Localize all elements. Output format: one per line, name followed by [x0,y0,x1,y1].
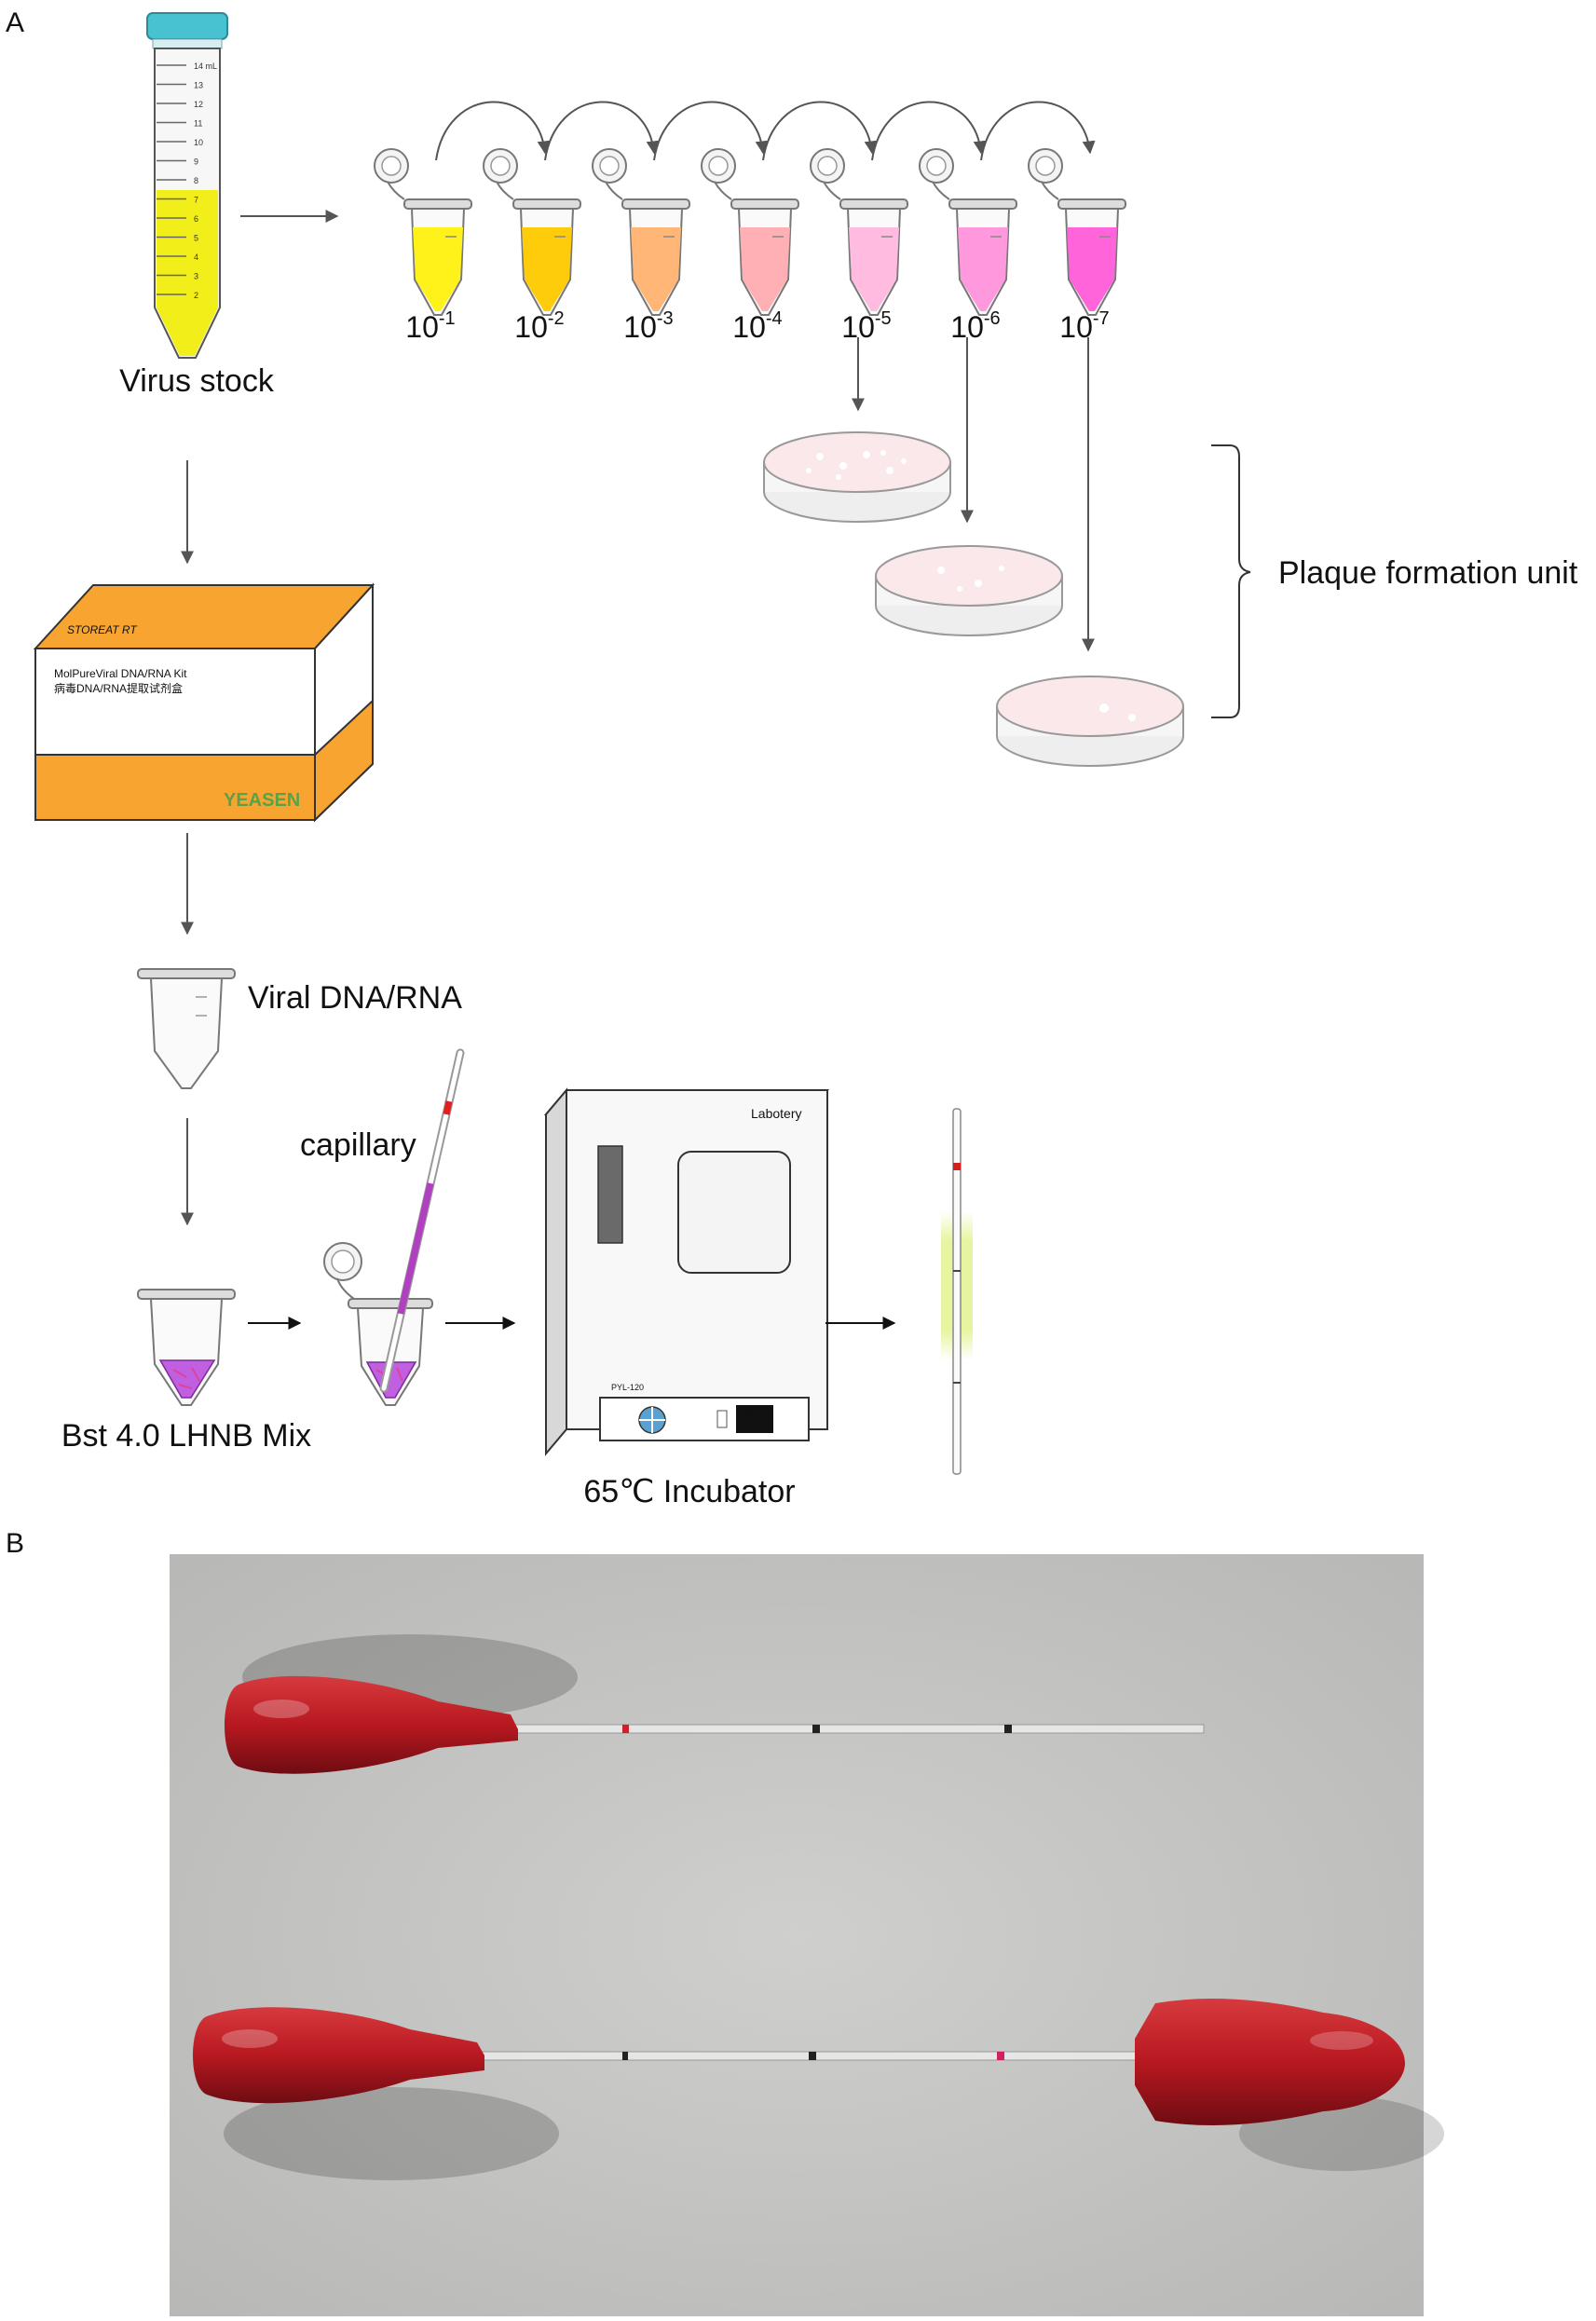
petri-dish-3 [996,676,1184,767]
tube-scale-label: 13 [194,81,203,90]
dilution-label: 10-2 [514,308,564,344]
tube-scale-label: 3 [194,272,198,281]
photo-capillary-top [512,1724,1205,1734]
incubator-model: PYL-120 [611,1383,644,1392]
incubator: 65°C 65 Labotery PYL-120 [543,1087,830,1456]
kit-logo: YEASEN [224,790,300,811]
incubator-display-sub: 65 [750,1421,759,1430]
dilution-label: 10-6 [950,308,1000,344]
photo-capillaries [170,1554,1444,2316]
mix-tube [137,1289,236,1406]
plaque-formation-label: Plaque formation unit [1278,555,1578,591]
transfer-arrow [762,101,878,161]
dilution-label: 10-3 [623,308,673,344]
tube-volume-scale: 14 mL 13 12 11 10 9 8 7 6 5 4 3 2 [157,61,217,300]
photo-capillary-bottom [474,2051,1147,2061]
viral-rna-tube [137,968,236,1089]
tube-scale-label: 14 mL [194,61,217,71]
plaque-bracket [1211,444,1251,718]
dilution-label: 10-4 [732,308,782,344]
transfer-arrow [435,101,551,161]
kit-brand-strip: STOREAT RT [67,623,138,636]
petri-dish-2 [875,545,1063,636]
dilution-label: 10-7 [1059,308,1109,344]
tube-scale-label: 11 [194,119,202,129]
kit-name-en: MolPureViral DNA/RNA Kit [54,667,187,680]
virus-stock-label: Virus stock [119,363,275,399]
petri-dish-1 [763,431,951,523]
transfer-arrow [544,101,660,161]
transfer-arrow [980,101,1096,161]
viral-rna-label: Viral DNA/RNA [248,980,462,1016]
dilution-label: 10-5 [841,308,891,344]
tube-scale-label: 8 [194,176,198,185]
transfer-arrows [435,101,1096,161]
dilution-tube: 10-4 [701,148,799,344]
dilution-tube: 10-1 [374,148,472,344]
dilution-tube: 10-6 [919,148,1017,344]
dilution-label: 10-1 [405,308,455,344]
tube-scale-label: 4 [194,253,198,262]
dilution-liquid [849,227,899,311]
dilution-liquid [958,227,1008,311]
capillary-label: capillary [300,1127,416,1163]
dilution-tube: 10-5 [810,148,908,344]
result-capillary [941,1108,973,1475]
dropper-bulb-bottom-right [1135,1999,1405,2125]
dilution-liquid [740,227,790,311]
dropper-bulb-top [225,1675,518,1774]
dilution-tube: 10-2 [483,148,581,344]
tube-scale-label: 7 [194,196,198,205]
dilution-liquid [522,227,572,311]
tube-scale-label: 5 [194,234,198,243]
panel-b-label: B [6,1528,24,1559]
dilution-liquid [631,227,681,311]
serial-dilution-tubes: 10-1 10-2 10-3 10-4 10-5 10-6 10-7 [374,148,1126,344]
tube-scale-label: 2 [194,291,198,300]
tube-scale-label: 12 [194,100,203,109]
dilution-liquid [413,227,463,311]
kit-name-cn: 病毒DNA/RNA提取试剂盒 [54,681,183,695]
tube-scale-label: 6 [194,214,198,224]
dilution-liquid [1067,227,1117,311]
transfer-arrow [653,101,769,161]
extraction-kit-box: STOREAT RT MolPureViral DNA/RNA Kit 病毒DN… [33,582,375,823]
conical-tube: 14 mL 13 12 11 10 9 8 7 6 5 4 3 2 [146,12,228,359]
incubator-display-temp: 65°C [745,1409,765,1418]
tube-scale-label: 9 [194,157,198,167]
dropper-bulb-bottom-left [193,2007,484,2104]
dilution-tube: 10-3 [592,148,690,344]
incubator-brand: Labotery [751,1106,801,1121]
tube-with-capillary [323,1048,465,1406]
incubator-label: 65℃ Incubator [583,1474,795,1509]
panel-a-label: A [6,7,24,38]
dilution-tube: 10-7 [1028,148,1126,344]
tube-scale-label: 10 [194,138,203,147]
mix-label: Bst 4.0 LHNB Mix [61,1418,311,1454]
transfer-arrow [871,101,987,161]
